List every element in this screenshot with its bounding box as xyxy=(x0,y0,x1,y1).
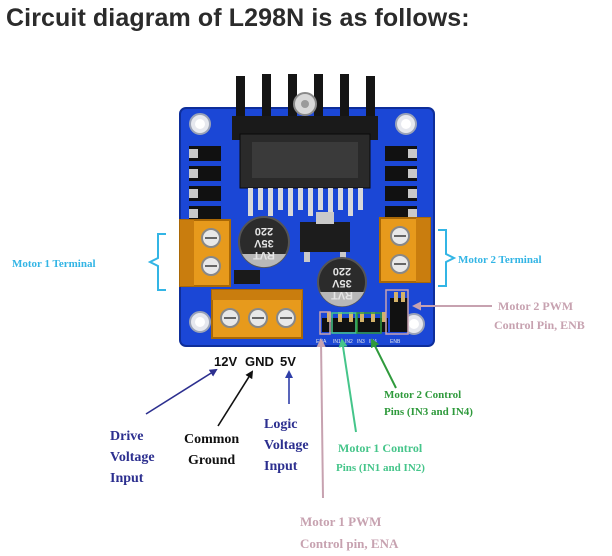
motor2-terminal-block xyxy=(379,217,431,283)
ground-label-line2: Ground xyxy=(188,453,235,468)
capacitor-2-line1: 220 xyxy=(333,265,351,277)
ena-arrow xyxy=(316,338,326,499)
in1-in2-highlight xyxy=(331,312,357,334)
motor1-brace xyxy=(147,233,166,291)
ground-arrow xyxy=(217,370,254,427)
pin-label-12v: 12V xyxy=(214,354,237,369)
motor1-pwm-label-line2: Control pin, ENA xyxy=(300,536,399,551)
motor1-terminal-block xyxy=(179,219,231,287)
drive-voltage-arrow xyxy=(145,368,218,415)
voltage-regulator xyxy=(300,212,350,262)
control-header xyxy=(322,292,408,332)
motor1-pwm-label-line1: Motor 1 PWM xyxy=(300,514,381,529)
capacitor-2-line2: 35V xyxy=(332,277,352,289)
capacitor-2: 220 35V RVT xyxy=(317,257,367,307)
pin-label-5v: 5V xyxy=(280,354,296,369)
motor2-pwm-label-line1: Motor 2 PWM xyxy=(498,299,573,313)
logic-voltage-label-line1: Logic xyxy=(264,417,297,432)
logic-voltage-label-line2: Voltage xyxy=(264,438,309,453)
capacitor-1-line2: 35V xyxy=(254,237,274,249)
mount-hole xyxy=(409,319,419,329)
motor1-terminal-label: Motor 1 Terminal xyxy=(12,258,96,270)
chip-pins xyxy=(248,188,363,216)
pin-label-in2: IN2 xyxy=(345,339,353,345)
pin-label-gnd: GND xyxy=(245,354,274,369)
ena-highlight xyxy=(319,311,331,335)
l298n-board: 220 35V RVT 220 35V RVT xyxy=(179,74,435,347)
pin-label-in1: IN1 xyxy=(333,339,341,345)
enb-highlight xyxy=(385,289,409,335)
5v-enable-jumper xyxy=(234,270,260,284)
ground-label-line1: Common xyxy=(184,432,239,447)
in1-in2-arrow xyxy=(338,338,357,433)
mount-hole xyxy=(401,119,411,129)
drive-voltage-label-line2: Voltage xyxy=(110,450,155,465)
capacitor-2-line3: RVT xyxy=(331,289,353,301)
mount-hole xyxy=(195,317,205,327)
motor2-control-label-line2: Pins (IN3 and IN4) xyxy=(384,406,473,418)
drive-voltage-label-line1: Drive xyxy=(110,429,143,444)
motor2-control-label-line1: Motor 2 Control xyxy=(384,389,461,401)
pin-label-in3: IN3 xyxy=(357,339,365,345)
motor2-pwm-label-line2: Control Pin, ENB xyxy=(494,318,585,332)
capacitor-1-line1: 220 xyxy=(255,225,273,237)
diodes-left xyxy=(189,146,221,221)
motor1-control-label-line1: Motor 1 Control xyxy=(338,441,423,455)
in3-in4-highlight xyxy=(356,312,382,334)
motor2-brace xyxy=(438,229,457,287)
page-title: Circuit diagram of L298N is as follows: xyxy=(6,4,470,32)
motor1-control-label-line2: Pins (IN1 and IN2) xyxy=(336,462,425,474)
logic-voltage-label-line3: Input xyxy=(264,459,298,474)
in3-in4-arrow xyxy=(371,338,397,389)
capacitor-1: 220 35V RVT xyxy=(238,216,290,268)
drive-voltage-label-line3: Input xyxy=(110,471,144,486)
power-terminal-block xyxy=(211,289,303,339)
capacitor-1-line3: RVT xyxy=(253,249,275,261)
mount-hole xyxy=(195,119,205,129)
motor2-terminal-label: Motor 2 Terminal xyxy=(458,254,542,266)
pin-label-enb: ENB xyxy=(390,339,401,345)
